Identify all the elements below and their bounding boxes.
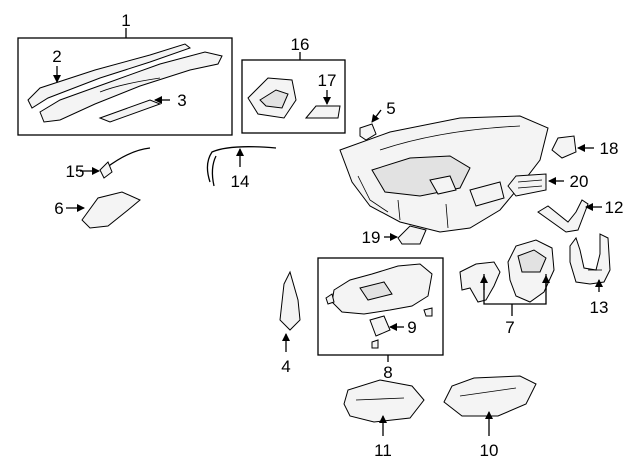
callout-15: 15 [66,162,85,181]
side-panel-part-4 [279,270,301,331]
instrument-panel-part [339,115,549,233]
callout-12: 12 [605,198,624,217]
duct-part-11 [343,379,425,423]
callout-17: 17 [318,71,337,90]
callout-16: 16 [291,35,310,54]
callout-4: 4 [281,357,290,376]
group-box-1 [17,37,233,136]
callout-6: 6 [54,199,63,218]
callout-3: 3 [177,91,186,110]
bracket-part-7 [459,239,555,303]
callout-11: 11 [374,441,392,460]
callout-7: 7 [505,318,514,337]
bracket-part-19 [397,225,427,245]
callout-19: 19 [362,228,381,247]
callout-8: 8 [383,363,392,382]
callout-1: 1 [121,11,130,30]
callout-10: 10 [480,441,499,460]
callout-13: 13 [590,298,609,317]
clip-part-5 [359,123,377,141]
vent-part-18 [551,135,577,159]
callout-18: 18 [600,139,619,158]
center-trim-part-13 [569,233,611,285]
callout-9: 9 [407,318,416,337]
vent-part-20 [507,173,547,197]
group-box-16 [241,59,346,134]
duct-part-10 [443,375,537,417]
molding-part-15 [99,147,151,179]
callout-5: 5 [386,99,395,118]
end-cap-part-6 [81,191,141,229]
callout-14: 14 [231,172,250,191]
dash-top-cover-part [27,43,223,123]
callout-2: 2 [52,47,61,66]
leader-5 [371,109,382,123]
callout-20: 20 [570,172,589,191]
group-box-8 [317,257,444,356]
knee-bolster-part [325,263,433,349]
molding-part-14 [206,146,277,187]
trim-part-12 [537,199,589,233]
storage-compartment-part [247,77,341,119]
